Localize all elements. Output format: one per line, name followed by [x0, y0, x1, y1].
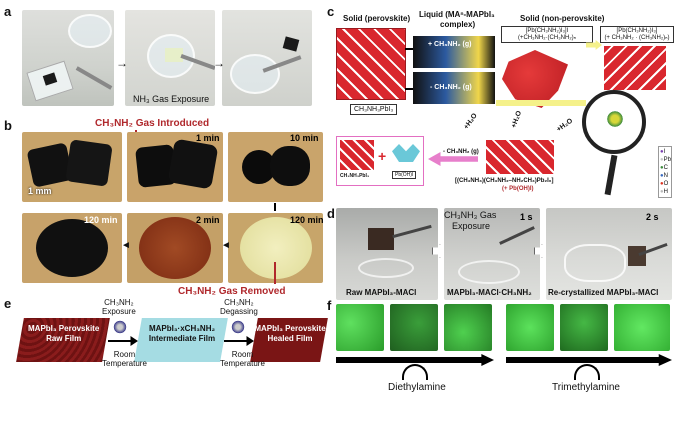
- panel-label-a: a: [4, 4, 12, 19]
- arrow-left-icon: ◄: [121, 240, 131, 251]
- pl-image: [506, 304, 554, 351]
- formula-mapbi3: CH₃NH₃PbI₃: [350, 104, 398, 115]
- arrow-right-icon: [224, 336, 254, 346]
- time-label: 1 min: [196, 133, 220, 143]
- perovskite-structure: [336, 28, 406, 100]
- scale-bar-label: 1 mm: [28, 186, 52, 196]
- curved-arrow-icon: [402, 364, 428, 380]
- h2o-label-1: +H₂O: [462, 112, 479, 131]
- molecule-icon: [606, 110, 624, 128]
- panel-label-e: e: [4, 296, 12, 311]
- pl-image: [560, 304, 608, 351]
- panel-label-d: d: [327, 206, 335, 221]
- time-label: 10 min: [290, 133, 319, 143]
- molecule-icon: [110, 320, 130, 334]
- element-legend: ●I ●Pb ●C ●N ●O ●H: [658, 146, 672, 198]
- arrow-icon: →: [213, 56, 225, 70]
- product-perovskite: [340, 140, 374, 170]
- plus-icon: +: [378, 148, 387, 164]
- pl-image: [336, 304, 384, 351]
- panel-b-photo-120min-right: [228, 213, 323, 283]
- diethylamine-label: Diethylamine: [388, 382, 446, 393]
- panel-label-b: b: [4, 118, 12, 133]
- yellow-arrow: [496, 100, 586, 106]
- arrow-icon: →: [116, 56, 128, 70]
- pl-image: [444, 304, 492, 351]
- panel-b-photo-1min: [127, 132, 223, 202]
- nh3-gas-caption: NH₃ Gas Exposure: [133, 94, 210, 104]
- trimethylamine-label: Trimethylamine: [552, 382, 620, 393]
- hydrate-formula: [(CH₃NH₃)(CH₃NH₂–NH₂CH₃)Pb₂I₆]: [455, 178, 554, 184]
- panel-label-c: c: [327, 4, 335, 19]
- liquid-label-2: complex): [440, 20, 476, 29]
- solid-nonperovskite-label: Solid (non-perovskite): [520, 14, 605, 23]
- panel-b-photo-120min-bottom: [22, 213, 122, 283]
- magnifier-handle: [604, 154, 618, 196]
- nonperovskite-structure-2: [604, 46, 666, 90]
- magnifier-icon: [582, 90, 646, 154]
- raw-film-caption: Raw MAPbI₃-MACl: [346, 288, 417, 297]
- panel-b-photo-start: [22, 132, 122, 202]
- panel-d-photo-3: [546, 208, 672, 300]
- arrow-left-icon: ◄: [221, 240, 231, 251]
- time-label: 120 min: [84, 215, 118, 225]
- arrow-up-icon: [274, 262, 276, 284]
- gas-exposure-title-2: Exposure: [452, 221, 491, 231]
- gas-in-label: + CH₃NH₂ (g): [428, 41, 472, 48]
- hydrate-formula-2: (+ Pb(OH)I): [502, 186, 534, 192]
- solid-perovskite-label: Solid (perovskite): [343, 14, 411, 23]
- product-pboh: [392, 144, 420, 162]
- liquid-photo-bottom: [413, 72, 495, 104]
- time-label: 1 s: [520, 212, 533, 222]
- product-left-label: CH₃NH₃PbI₃: [340, 173, 370, 179]
- panel-a-photo-3: [222, 10, 312, 106]
- liquid-label: Liquid (MAⁿ-MAPbI₃: [419, 10, 495, 19]
- arrow-right-icon: [108, 336, 138, 346]
- pl-image: [390, 304, 438, 351]
- timeline-arrow: [336, 354, 494, 366]
- product-right-label: Pb(OH)I: [392, 171, 417, 179]
- arrow-right-icon: [405, 48, 413, 50]
- molecule-icon: [228, 320, 248, 334]
- arrow-left-icon: [405, 88, 413, 90]
- panel-b-photo-10min: [228, 132, 323, 202]
- hydrate-structure: [486, 140, 554, 174]
- arrow-down-icon: [274, 203, 276, 211]
- gas-exposure-title: CH₃NH₃ Gas: [444, 210, 497, 220]
- gas-removed-label: CH₃NH₂ Gas Removed: [178, 286, 286, 297]
- time-label: 2 min: [196, 215, 220, 225]
- gas-introduced-label: CH₃NH₂ Gas Introduced: [95, 118, 210, 129]
- formula-box-2: [Pb(CH₃NH₂)I₃](+ CH₃NH₂ · (CH₃NH₂)ₙ): [600, 26, 674, 43]
- pl-image: [614, 304, 670, 351]
- panel-a-photo-1: [22, 10, 114, 106]
- time-label: 120 min: [290, 215, 324, 225]
- gas-out-label-2: - CH₃NH₂ (g): [443, 149, 479, 155]
- panel-b-photo-2min: [127, 213, 223, 283]
- timeline-arrow: [506, 354, 672, 366]
- liquid-photo-top: [413, 36, 495, 68]
- curved-arrow-icon: [574, 364, 600, 380]
- h2o-label-2: +H₂O: [510, 109, 524, 130]
- panel-a-photo-2: [125, 10, 215, 106]
- panel-d-photo-2: [444, 208, 540, 300]
- h2o-label-3: +H₂O: [555, 117, 575, 134]
- exposed-film-caption: MAPbI₃-MACl·CH₃NH₂: [447, 288, 532, 297]
- recrystallized-caption: Re-crystallized MAPbI₃-MACl: [548, 288, 659, 297]
- gas-out-label: - CH₃NH₂ (g): [430, 84, 472, 91]
- arrow-right-icon: [586, 40, 602, 50]
- time-label: 2 s: [646, 212, 659, 222]
- formula-box-1: [Pb(CH₃NH₂)I₃]I(+CH₃NH₂·(CH₃NH₂)ₙ: [501, 26, 593, 43]
- panel-d-photo-1: [336, 208, 438, 300]
- panel-label-f: f: [327, 298, 332, 313]
